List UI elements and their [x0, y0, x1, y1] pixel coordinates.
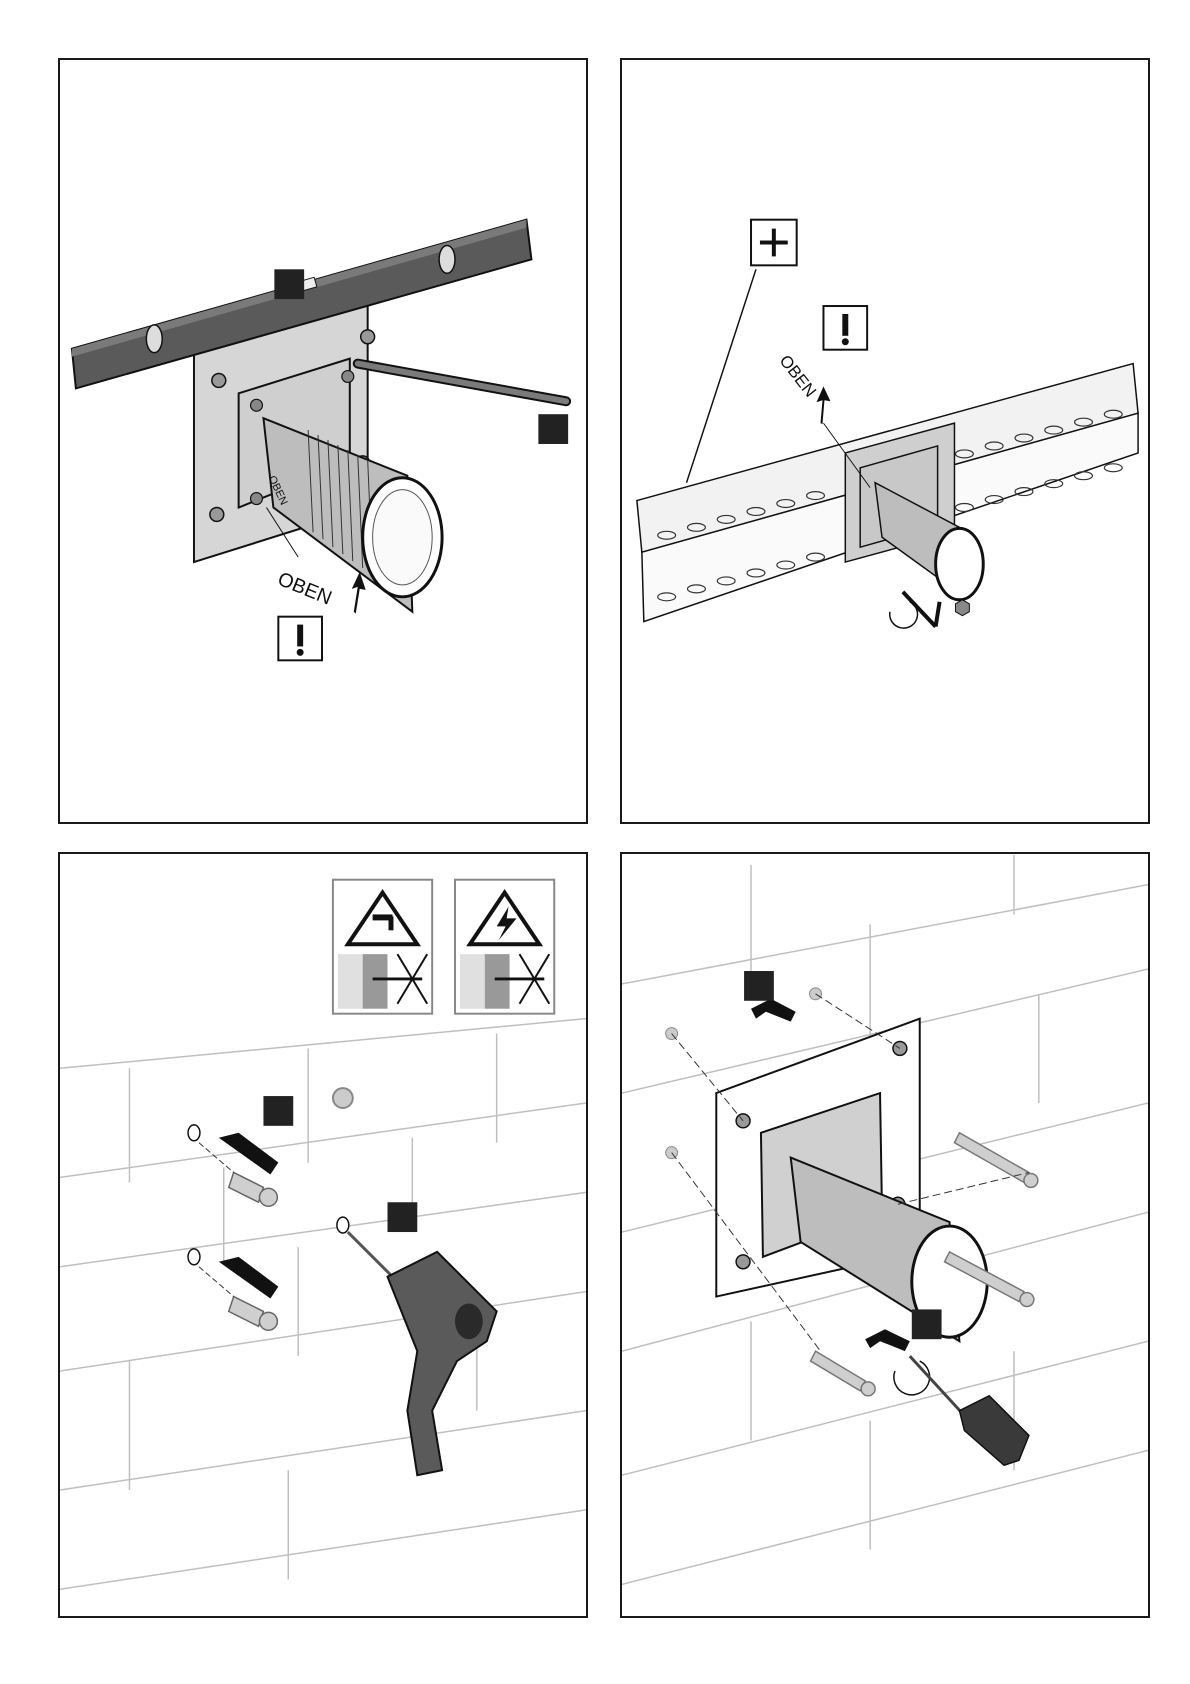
- screwdriver-icon: [910, 1356, 1029, 1465]
- up-arrow-icon: [352, 572, 366, 614]
- allen-key-icon: [903, 592, 936, 627]
- plus-icon: [751, 220, 797, 266]
- wall-plug-icon: [229, 1172, 278, 1330]
- up-arrow-icon: [817, 386, 831, 424]
- drill-icon: [348, 1232, 497, 1475]
- panel-4-screw-mounting: [620, 852, 1150, 1618]
- panel-1-illustration: OBEN OBEN: [60, 60, 586, 822]
- insert-arrow-icon: [219, 1257, 279, 1299]
- up-direction-label: OBEN: [776, 351, 820, 400]
- water-pipe-warning-icon: [333, 880, 432, 1014]
- allen-key-icon: [358, 364, 566, 402]
- warning-icon: [823, 306, 867, 350]
- panel-3-illustration: [60, 854, 586, 1616]
- step-marker: [912, 1309, 942, 1339]
- step-marker: [263, 1096, 293, 1126]
- warning-icon: [278, 617, 322, 661]
- panel-3-drilling: [58, 852, 588, 1618]
- hole-marker: [333, 1088, 353, 1108]
- step-marker: [538, 414, 568, 444]
- panel-2-rail-mounting: OBEN: [620, 58, 1150, 824]
- insert-arrow-icon: [865, 1329, 910, 1351]
- rotate-icon: [894, 1361, 930, 1395]
- panel-2-illustration: OBEN: [622, 60, 1148, 822]
- insert-arrow-icon: [751, 999, 796, 1022]
- hex-icon: [955, 600, 969, 616]
- panel-1-level-alignment: OBEN OBEN: [58, 58, 588, 824]
- cylinder-opening: [936, 528, 984, 599]
- electric-warning-icon: [455, 880, 554, 1014]
- brick-wall: [60, 1019, 586, 1590]
- up-direction-label: OBEN: [274, 568, 334, 609]
- panel-4-illustration: [622, 854, 1148, 1616]
- step-marker: [744, 971, 774, 1001]
- step-marker: [388, 1202, 418, 1232]
- step-marker: [274, 269, 304, 299]
